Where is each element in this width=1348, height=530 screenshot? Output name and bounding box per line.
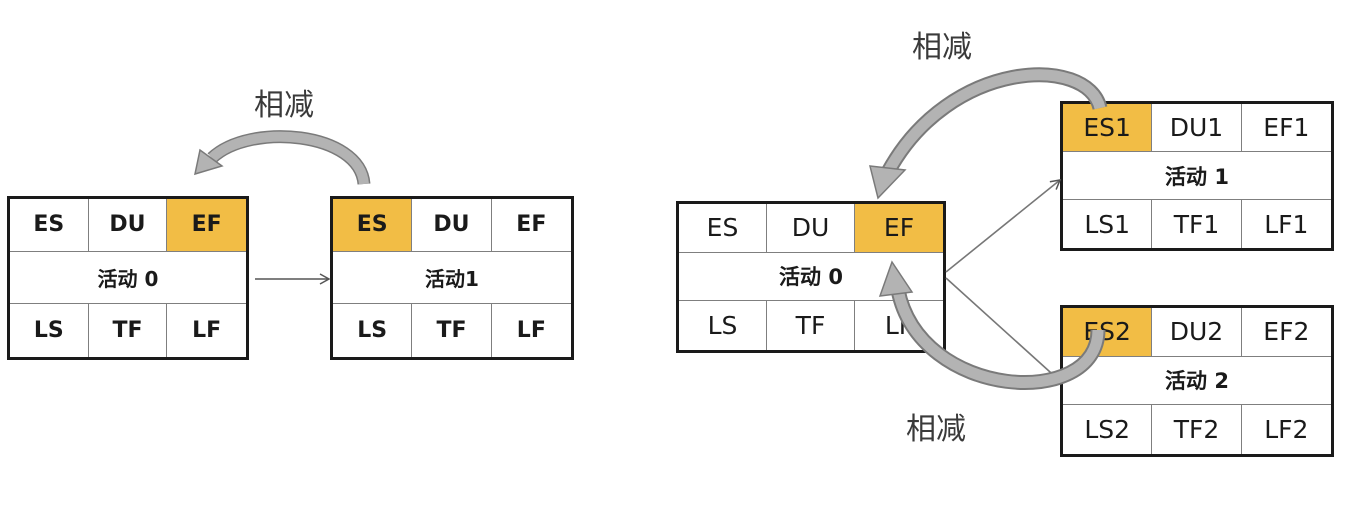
- left-node1-du: DU: [412, 199, 492, 252]
- left-activity-1-node: ES DU EF 活动1 LS TF LF: [330, 196, 574, 360]
- right-node2-ef: EF2: [1241, 308, 1331, 357]
- right-node1-du: DU1: [1152, 104, 1242, 152]
- right-node1-ef: EF1: [1241, 104, 1331, 152]
- left-node0-ef: EF: [167, 199, 246, 252]
- right-activity-0-node: ES DU EF 活动 0 LS TF LF: [676, 201, 946, 353]
- right-precedence-arrow-to-1: [945, 179, 1062, 273]
- right-subtract-curved-arrow-bottom: [878, 260, 1106, 390]
- left-node0-du: DU: [88, 199, 168, 252]
- right-node2-tf: TF2: [1152, 405, 1242, 454]
- left-node1-es: ES: [333, 199, 413, 252]
- left-node1-tf: TF: [412, 304, 492, 357]
- right-subtract-label-bottom: 相减: [906, 412, 966, 447]
- left-node0-lf: LF: [192, 318, 222, 344]
- left-node1-ls: LS: [333, 304, 413, 357]
- right-subtract-label-top: 相减: [912, 30, 972, 65]
- left-node0-tf: TF: [89, 304, 168, 357]
- left-subtract-curved-arrow: [194, 130, 371, 186]
- left-node0-ls: LS: [10, 304, 89, 357]
- left-node1-ef: EF: [491, 199, 571, 252]
- left-node0-name: 活动 0: [10, 252, 246, 305]
- right-node1-lf: LF1: [1264, 209, 1309, 239]
- right-node2-ls: LS2: [1063, 405, 1153, 454]
- left-activity-0-node: ES DU EF 活动 0 LS TF LF: [7, 196, 249, 360]
- right-node0-name: 活动 0: [679, 253, 943, 302]
- right-node0-tf: TF: [767, 301, 855, 350]
- right-node1-name: 活动 1: [1063, 152, 1331, 200]
- right-node0-du: DU: [767, 204, 855, 253]
- right-node0-es: ES: [679, 204, 767, 253]
- right-subtract-curved-arrow-top: [869, 67, 1108, 200]
- right-node1-tf: TF1: [1152, 200, 1242, 248]
- right-activity-1-node: ES1 DU1 EF1 活动 1 LS1 TF1 LF1: [1060, 101, 1334, 251]
- left-node1-name: 活动1: [333, 252, 571, 305]
- right-node1-es: ES1: [1063, 104, 1153, 152]
- right-node0-ls: LS: [679, 301, 767, 350]
- right-precedence-arrow-to-2: [945, 277, 1062, 383]
- right-node2-du: DU2: [1152, 308, 1242, 357]
- right-node2-name: 活动 2: [1063, 357, 1331, 406]
- right-node2-es: ES2: [1063, 308, 1153, 357]
- right-node0-ef: EF: [855, 204, 943, 253]
- right-node2-lf: LF2: [1264, 415, 1309, 445]
- left-subtract-label: 相减: [254, 88, 314, 123]
- left-node1-lf: LF: [516, 318, 546, 344]
- right-activity-2-node: ES2 DU2 EF2 活动 2 LS2 TF2 LF2: [1060, 305, 1334, 457]
- left-node0-es: ES: [10, 199, 89, 252]
- right-node1-ls: LS1: [1063, 200, 1153, 248]
